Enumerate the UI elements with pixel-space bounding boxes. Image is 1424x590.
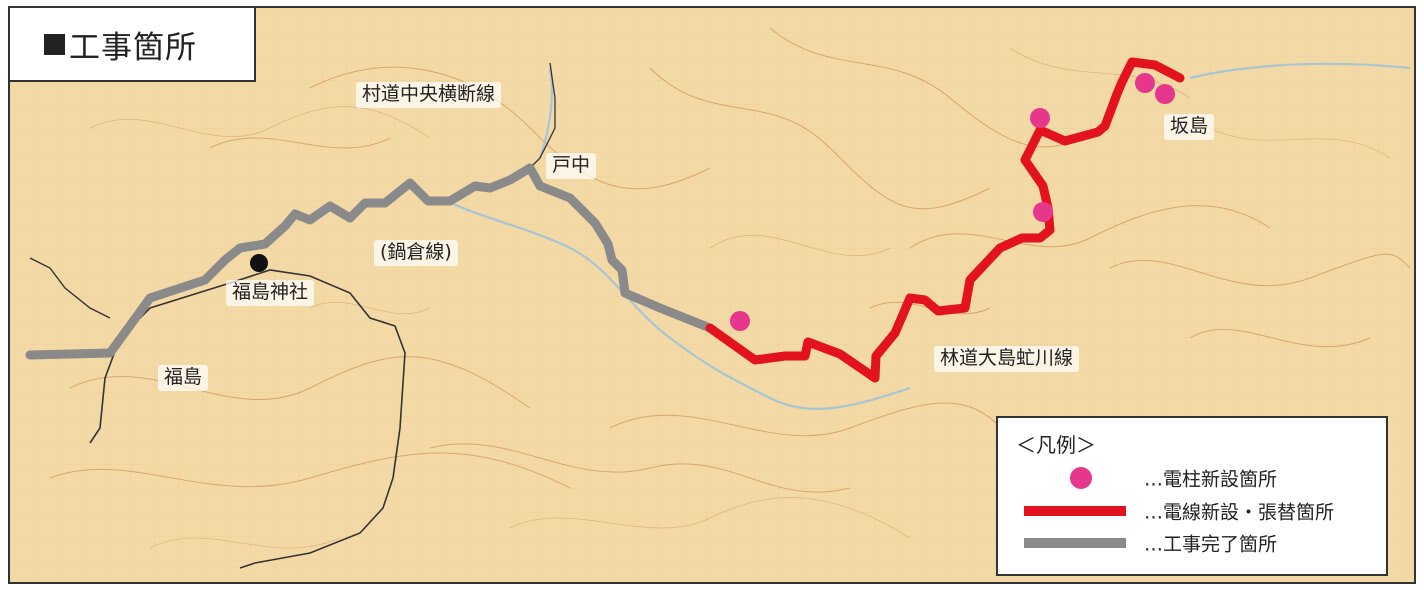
map-title-box: 工事箇所 [10,8,256,82]
legend-pole-label: …電柱新設箇所 [1144,468,1278,491]
pole-marker [1033,202,1053,222]
district-boundary [149,269,406,569]
label-nabekura: (鍋倉線) [374,240,458,266]
pole-marker [730,311,750,331]
label-tonaka: 戸中 [546,153,597,179]
legend-done-icon [1024,538,1126,548]
legend-row-line-new: …電線新設・張替箇所 [998,496,1386,526]
legend-done-label: …工事完了箇所 [1144,533,1278,556]
title-square-icon [44,33,65,55]
pole-marker [1135,73,1155,93]
label-sakashima: 坂島 [1164,114,1215,140]
rivers [439,62,1411,411]
label-fukushima: 福島 [158,365,209,391]
district-boundary-left [29,257,111,319]
new-poles [730,73,1175,331]
legend-row-pole: …電柱新設箇所 [998,463,1386,493]
shrine-marker [250,254,268,272]
legend-row-done: …工事完了箇所 [998,528,1386,558]
label-sonrou-chuou: 村道中央横断線 [356,82,502,108]
label-rindou: 林道大島虻川線 [934,346,1080,372]
new-wiring-route [705,57,1185,383]
label-fukushima-jinja: 福島神社 [226,280,315,306]
pole-marker [1155,84,1175,104]
village-road [529,62,556,169]
map-frame: 工事箇所 村道中央横断線 戸中 (鍋倉線) 福島神社 福島 林道大島虻川線 坂島… [8,6,1416,584]
map-canvas [10,8,1414,582]
pole-marker [1030,108,1050,128]
legend: ＜凡例＞ …電柱新設箇所 …電線新設・張替箇所 …工事完了箇所 [996,416,1388,576]
legend-pole-icon [1070,467,1092,489]
legend-title: ＜凡例＞ [1016,433,1096,457]
legend-line-new-label: …電線新設・張替箇所 [1144,501,1335,524]
completed-route [25,163,715,360]
legend-line-new-icon [1024,506,1126,516]
map-title: 工事箇所 [69,29,197,66]
